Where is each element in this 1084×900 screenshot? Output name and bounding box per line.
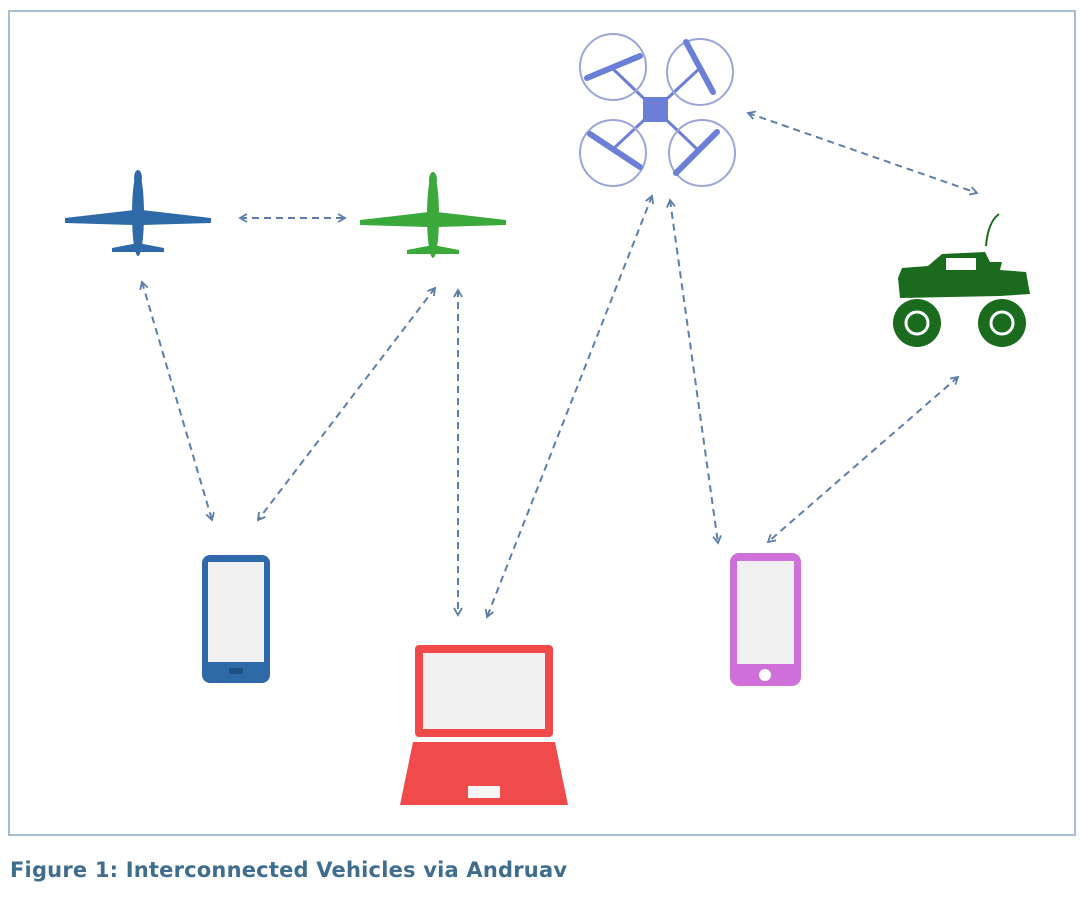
smartphone-icon (202, 555, 270, 683)
fixed-wing-plane-icon (65, 170, 211, 256)
link-quadcopter-rover (746, 110, 979, 196)
link-plane-green-phone-blue (256, 286, 437, 522)
link-rover-phone-pink (766, 375, 960, 544)
link-quadcopter-laptop (484, 194, 655, 619)
link-quadcopter-phone-pink (666, 198, 722, 545)
smartphone-icon (730, 553, 801, 686)
fixed-wing-plane-icon (360, 172, 506, 258)
link-plane-blue-phone-blue (139, 280, 215, 522)
figure-caption: Figure 1: Interconnected Vehicles via An… (10, 858, 568, 882)
links (139, 110, 979, 619)
figure-frame (8, 10, 1076, 836)
quadcopter-icon (579, 33, 736, 187)
rc-truck-icon (893, 213, 1030, 347)
laptop-icon (400, 645, 568, 805)
